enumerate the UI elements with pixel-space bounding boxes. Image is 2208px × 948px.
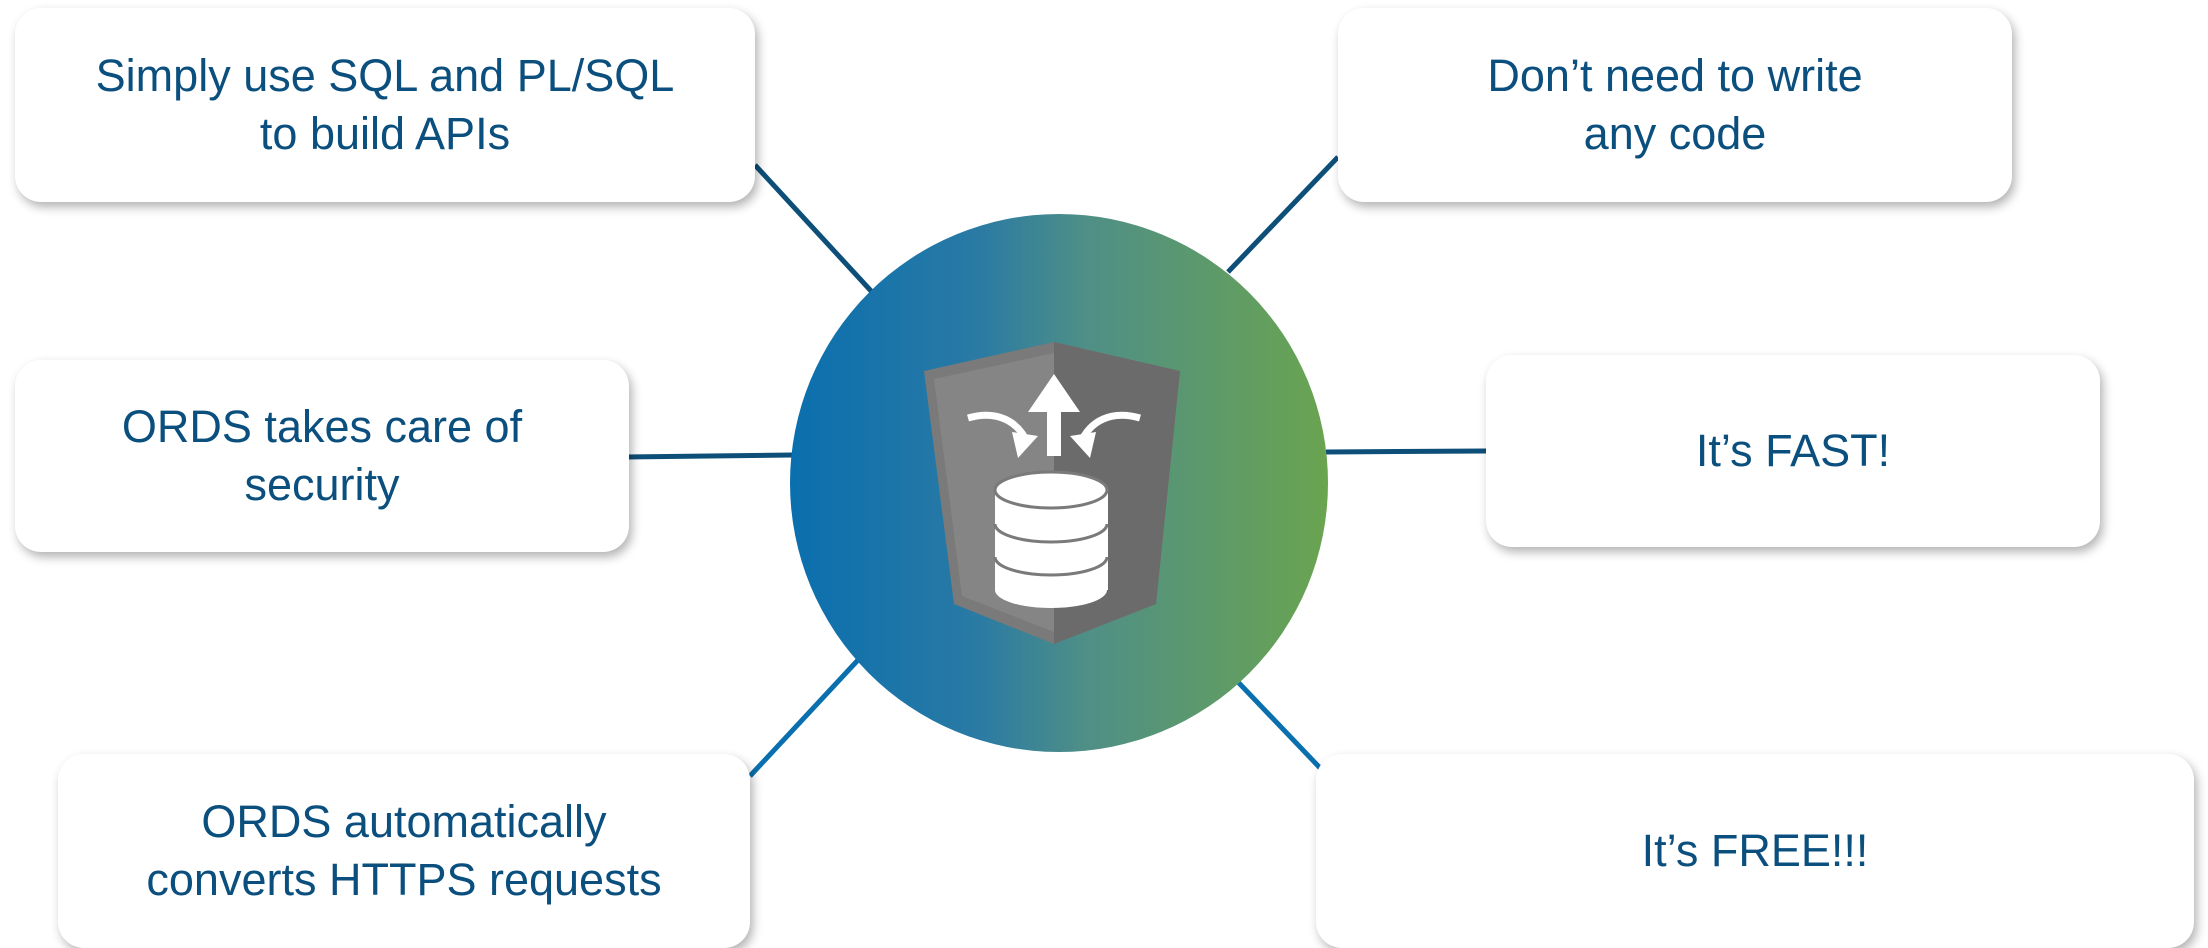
connector-mid-right bbox=[1325, 448, 1487, 455]
box-no-code-line2: any code bbox=[1583, 108, 1767, 159]
box-fast: It’s FAST! bbox=[1486, 355, 2100, 547]
connector-bottom-left bbox=[748, 658, 860, 778]
database-shield-icon bbox=[924, 342, 1180, 644]
center-circle bbox=[790, 214, 1328, 752]
connector-top-left bbox=[753, 163, 874, 294]
box-sql-plsql: Simply use SQL and PL/SQL to build APIs bbox=[15, 8, 755, 202]
box-https-requests-text: ORDS automatically converts HTTPS reques… bbox=[146, 793, 661, 909]
box-sql-plsql-text: Simply use SQL and PL/SQL to build APIs bbox=[96, 47, 675, 163]
box-free-text: It’s FREE!!! bbox=[1641, 825, 1869, 876]
connector-top-right bbox=[1226, 155, 1340, 274]
connector-mid-left bbox=[628, 452, 793, 460]
connector-bottom-right bbox=[1236, 680, 1324, 772]
box-security-text: ORDS takes care of security bbox=[122, 398, 522, 514]
box-fast-text: It’s FAST! bbox=[1695, 425, 1891, 476]
box-free: It’s FREE!!! bbox=[1316, 754, 2194, 948]
box-no-code-line1: Don’t need to write bbox=[1487, 50, 1863, 101]
box-security: ORDS takes care of security bbox=[15, 360, 629, 552]
box-no-code: Don’t need to write any code bbox=[1338, 8, 2012, 202]
box-security-line1: ORDS takes care of bbox=[121, 401, 523, 452]
box-security-line2: security bbox=[244, 459, 400, 510]
box-no-code-text: Don’t need to write any code bbox=[1487, 47, 1862, 163]
box-https-requests-line2: converts HTTPS requests bbox=[146, 854, 662, 905]
box-sql-plsql-line2: to build APIs bbox=[259, 108, 511, 159]
box-https-requests-line1: ORDS automatically bbox=[201, 796, 607, 847]
box-sql-plsql-line1: Simply use SQL and PL/SQL bbox=[95, 50, 675, 101]
box-https-requests: ORDS automatically converts HTTPS reques… bbox=[58, 754, 750, 948]
